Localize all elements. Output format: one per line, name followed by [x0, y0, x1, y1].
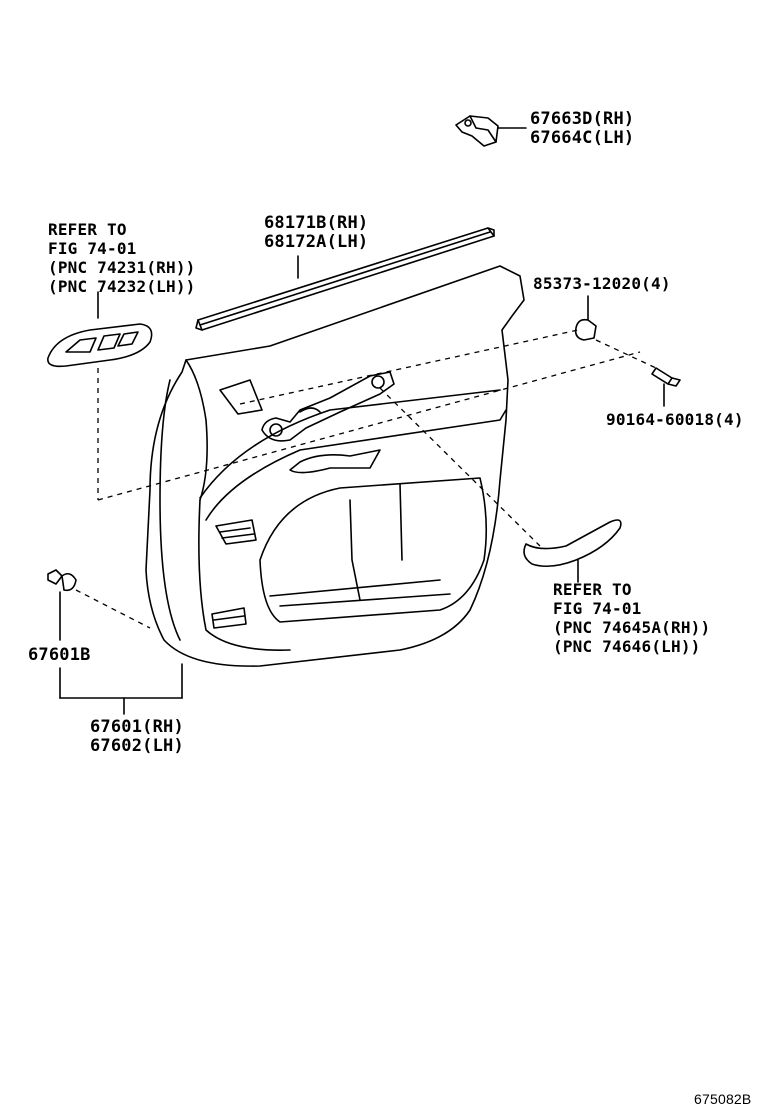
- clip-67663d-icon: [455, 115, 527, 147]
- label-68171b: 68171B(RH) 68172A(LH): [264, 214, 368, 252]
- label-refer-top: REFER TO FIG 74-01 (PNC 74231(RH)) (PNC …: [48, 220, 196, 296]
- guide-line: [595, 339, 657, 369]
- label-67601b: 67601B: [28, 645, 91, 665]
- armrest-cover-icon: [523, 519, 622, 583]
- weatherstrip-icon: [195, 227, 495, 331]
- inside-handle-icon: [261, 371, 395, 442]
- label-67602-lh: 67602(LH): [90, 736, 184, 756]
- guide-line: [379, 387, 541, 547]
- label-68172a-lh: 68172A(LH): [264, 232, 369, 252]
- guide-line: [75, 589, 151, 629]
- refer-bottom-line2: FIG 74-01: [553, 599, 642, 618]
- refer-top-line4: (PNC 74232(LH)): [48, 277, 196, 296]
- label-67663d-rh: 67663D(RH): [530, 109, 635, 129]
- label-67601-rh: 67601(RH): [90, 717, 184, 737]
- refer-bottom-line1: REFER TO: [553, 580, 632, 599]
- refer-bottom-line4: (PNC 74646(LH)): [553, 637, 701, 656]
- switch-bezel-icon: [47, 291, 153, 368]
- label-67663d: 67663D(RH) 67664C(LH): [530, 110, 634, 148]
- label-refer-bottom: REFER TO FIG 74-01 (PNC 74645A(RH)) (PNC…: [553, 580, 710, 656]
- refer-top-line3: (PNC 74231(RH)): [48, 258, 196, 277]
- guide-line: [239, 329, 579, 405]
- figure-code: 675082B: [694, 1091, 752, 1107]
- door-trim-panel: [145, 265, 525, 667]
- clip-67601b-icon: [47, 569, 77, 641]
- guide-line: [97, 351, 641, 501]
- refer-bottom-line3: (PNC 74645A(RH)): [553, 618, 711, 637]
- refer-top-line1: REFER TO: [48, 220, 127, 239]
- label-67664c-lh: 67664C(LH): [530, 128, 635, 148]
- clip-85373-icon: [574, 295, 597, 341]
- label-67601: 67601(RH) 67602(LH): [90, 718, 184, 756]
- label-90164: 90164-60018(4): [606, 410, 744, 429]
- refer-top-line2: FIG 74-01: [48, 239, 137, 258]
- label-85373: 85373-12020(4): [533, 274, 671, 293]
- label-68171b-rh: 68171B(RH): [264, 213, 369, 233]
- screw-90164-icon: [651, 367, 681, 407]
